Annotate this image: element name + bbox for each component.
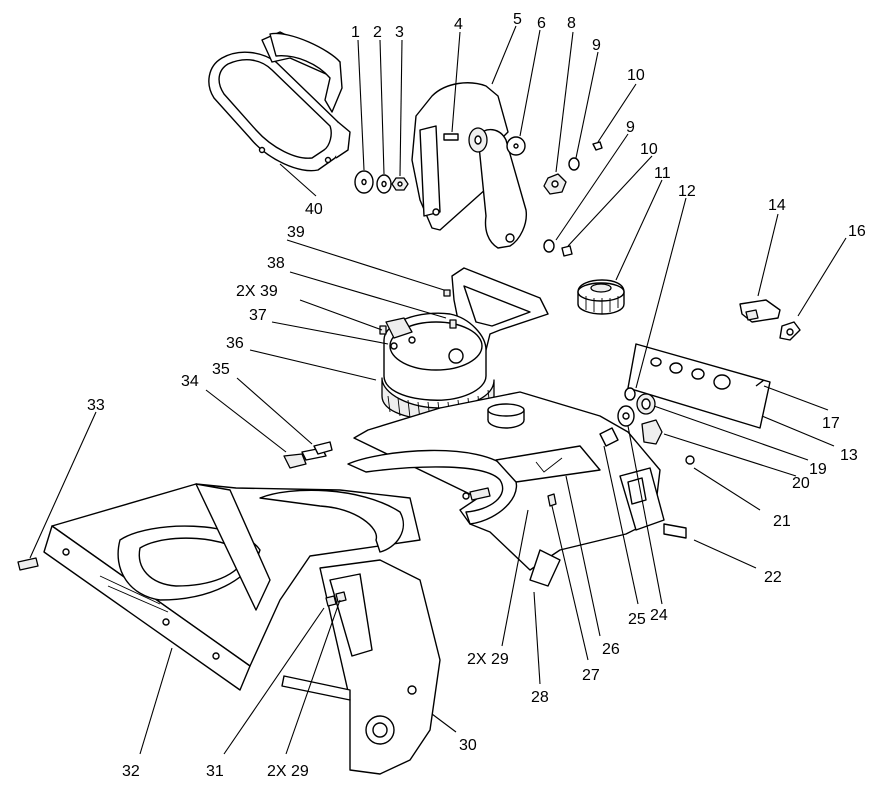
chute-deflector	[208, 31, 351, 172]
latch-parts	[283, 441, 333, 469]
callout-35: 35	[212, 361, 230, 378]
callout-2x29a: 2X 29	[467, 651, 509, 668]
callout-1: 1	[351, 24, 360, 41]
callout-labels: 1 2 3 4 5 6 8 9 10 9 10 11 12 14 16 39 3…	[87, 11, 866, 780]
ignition-parts	[599, 387, 695, 539]
callout-9b: 9	[626, 119, 635, 136]
callout-40: 40	[305, 201, 323, 218]
callout-6: 6	[537, 15, 546, 32]
dash-panel	[627, 299, 801, 429]
callout-16: 16	[848, 223, 866, 240]
callout-2: 2	[373, 24, 382, 41]
callout-17: 17	[822, 415, 840, 432]
callout-3: 3	[395, 24, 404, 41]
bracket-hardware	[543, 141, 603, 257]
callout-21: 21	[773, 513, 791, 530]
main-housing	[347, 391, 665, 587]
callout-12: 12	[678, 183, 696, 200]
callout-5: 5	[513, 11, 522, 28]
callout-10a: 10	[627, 67, 645, 84]
callout-31: 31	[206, 763, 224, 780]
callout-4: 4	[454, 16, 463, 33]
callout-10b: 10	[640, 141, 658, 158]
callout-19: 19	[809, 461, 827, 478]
callout-9a: 9	[592, 37, 601, 54]
callout-30: 30	[459, 737, 477, 754]
chute-bracket	[411, 82, 527, 249]
callout-28: 28	[531, 689, 549, 706]
callout-13: 13	[840, 447, 858, 464]
deflector-hardware	[354, 170, 409, 194]
callout-27: 27	[582, 667, 600, 684]
callout-38: 38	[267, 255, 285, 272]
callout-25: 25	[628, 611, 646, 628]
callout-22: 22	[764, 569, 782, 586]
callout-20: 20	[792, 475, 810, 492]
auger-housing	[17, 483, 441, 775]
chute-base	[379, 267, 549, 421]
callout-2x29b: 2X 29	[267, 763, 309, 780]
fuel-cap	[577, 279, 625, 315]
callout-26: 26	[602, 641, 620, 658]
callout-39a: 39	[287, 224, 305, 241]
callout-8: 8	[567, 15, 576, 32]
leader-lines	[29, 25, 847, 755]
callout-33: 33	[87, 397, 105, 414]
callout-11: 11	[654, 165, 671, 182]
callout-32: 32	[122, 763, 140, 780]
callout-14: 14	[768, 197, 786, 214]
callout-37: 37	[249, 307, 267, 324]
callout-36: 36	[226, 335, 244, 352]
callout-24: 24	[650, 607, 668, 624]
callout-34: 34	[181, 373, 199, 390]
callout-2x39: 2X 39	[236, 283, 278, 300]
